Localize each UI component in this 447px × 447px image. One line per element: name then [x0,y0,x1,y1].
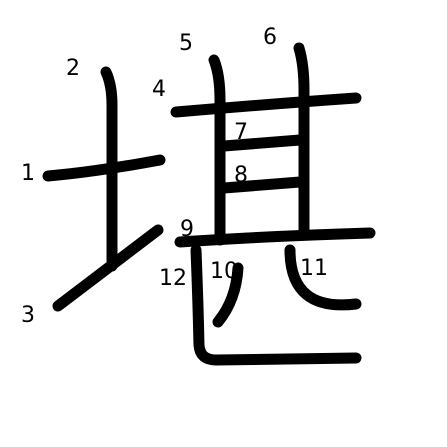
stroke-number-12: 12 [159,266,187,291]
stroke-number-10: 10 [210,259,238,284]
stroke-2 [100,66,118,272]
stroke-number-11: 11 [300,256,328,281]
stroke-8 [218,176,306,194]
stroke-3 [52,224,164,312]
stroke-1 [42,154,166,182]
stroke-number-1: 1 [21,161,35,186]
stroke-number-4: 4 [152,77,166,102]
stroke-6 [293,42,310,236]
stroke-number-8: 8 [234,163,248,188]
stroke-number-5: 5 [179,31,193,56]
stroke-number-2: 2 [66,56,80,81]
stroke-number-3: 3 [21,303,35,328]
stroke-12 [190,244,362,366]
stroke-number-6: 6 [263,25,277,50]
stroke-11 [284,244,362,311]
stroke-10 [212,262,244,328]
stroke-7 [218,134,306,152]
stroke-9 [174,227,376,248]
stroke-5 [208,54,226,246]
stroke-number-7: 7 [234,120,248,145]
stroke-4 [170,92,362,118]
stroke-number-9: 9 [180,217,194,242]
